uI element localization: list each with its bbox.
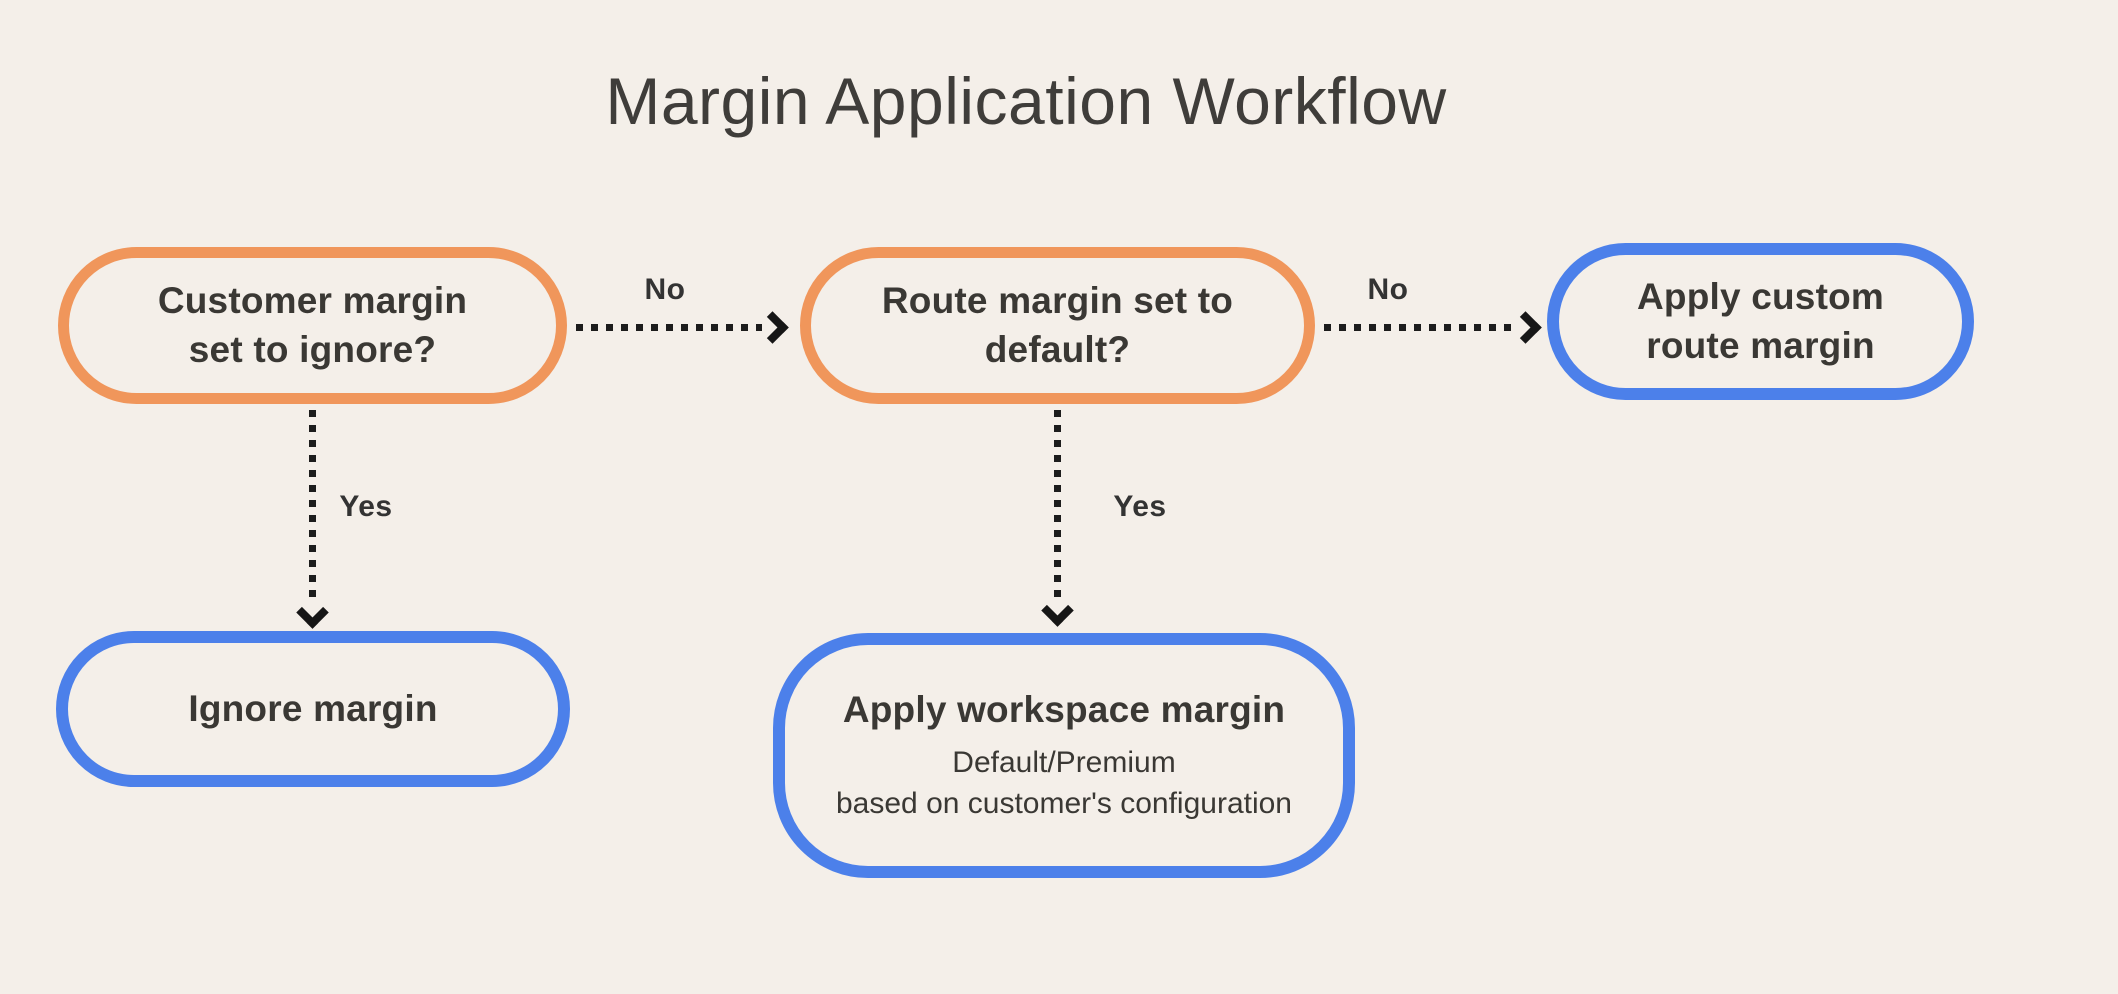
arrowhead-right-icon bbox=[1509, 311, 1542, 344]
edge-route-to-workspace-line bbox=[1054, 410, 1061, 600]
node-apply-workspace-margin: Apply workspace margin Default/Premium b… bbox=[773, 633, 1355, 878]
arrowhead-down-icon bbox=[1041, 594, 1074, 627]
node-apply-custom-route-margin-label: Apply custom route margin bbox=[1636, 275, 1885, 366]
node-customer-margin-decision: Customer margin set to ignore? bbox=[58, 247, 567, 404]
edge-customer-to-ignore-line bbox=[309, 410, 316, 602]
edge-route-to-workspace-label: Yes bbox=[1113, 490, 1167, 523]
node-ignore-margin-label: Ignore margin bbox=[188, 687, 438, 729]
edge-customer-to-route-label: No bbox=[644, 273, 686, 306]
node-customer-margin-label: Customer margin set to ignore? bbox=[157, 279, 468, 370]
node-apply-workspace-margin-label: Apply workspace margin bbox=[842, 689, 1286, 731]
edge-customer-to-route-line bbox=[576, 324, 762, 331]
edge-route-to-custom-line bbox=[1324, 324, 1514, 331]
node-ignore-margin: Ignore margin bbox=[56, 631, 570, 787]
arrowhead-down-icon bbox=[296, 596, 329, 629]
node-apply-workspace-margin-sublabel: Default/Premium based on customer's conf… bbox=[836, 746, 1292, 821]
edge-customer-to-ignore-label: Yes bbox=[339, 490, 393, 523]
edge-route-to-custom-label: No bbox=[1367, 273, 1409, 306]
node-apply-custom-route-margin: Apply custom route margin bbox=[1547, 243, 1974, 400]
node-route-margin-label: Route margin set to default? bbox=[881, 279, 1234, 370]
node-route-margin-decision: Route margin set to default? bbox=[800, 247, 1315, 404]
diagram-title: Margin Application Workflow bbox=[605, 64, 1447, 138]
arrowhead-right-icon bbox=[756, 311, 789, 344]
